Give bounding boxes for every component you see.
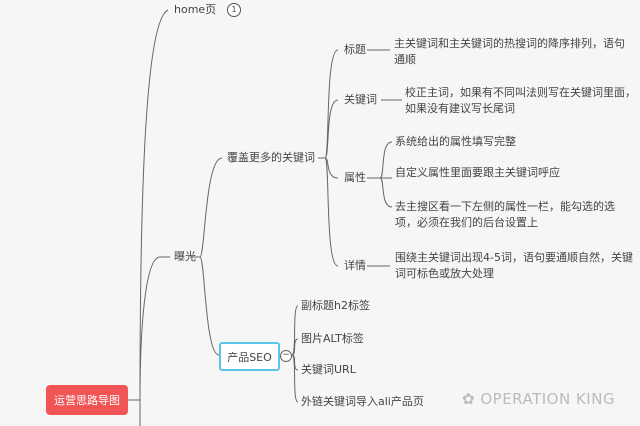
keyword-node[interactable]: 关键词	[344, 93, 377, 106]
keyword-detail[interactable]: 校正主词，如果有不同叫法则写在关键词里面，如果没有建议写长尾词	[405, 86, 636, 115]
seo-item[interactable]: 外链关键词导入ali产品页	[301, 395, 424, 408]
root-node[interactable]: 运营思路导图	[46, 385, 128, 415]
collapse-icon[interactable]: −	[280, 350, 292, 362]
title-node[interactable]: 标题	[344, 43, 366, 56]
wechat-icon: ✿	[462, 390, 481, 408]
home-node[interactable]: home页	[174, 3, 217, 16]
attribute-node[interactable]: 属性	[344, 171, 366, 184]
attribute-item[interactable]: 自定义属性里面要跟主关键词呼应	[395, 166, 560, 179]
seo-item[interactable]: 图片ALT标签	[301, 332, 364, 345]
attribute-item[interactable]: 去主搜区看一下左侧的属性一栏，能勾选的选项，必须在我们的后台设置上	[395, 200, 615, 229]
seo-item[interactable]: 副标题h2标签	[301, 299, 370, 312]
attribute-item[interactable]: 系统给出的属性填写完整	[395, 135, 516, 148]
watermark: ✿ OPERATION KING	[462, 390, 615, 408]
watermark-text: OPERATION KING	[480, 390, 616, 408]
exposure-node[interactable]: 曝光	[174, 250, 196, 263]
cover-keywords-node[interactable]: 覆盖更多的关键词	[227, 151, 315, 164]
seo-item[interactable]: 关键词URL	[301, 363, 356, 376]
detail-node[interactable]: 详情	[344, 259, 366, 272]
count-badge[interactable]: 1	[227, 3, 241, 17]
product-seo-node[interactable]: 产品SEO	[219, 342, 280, 371]
detail-detail[interactable]: 围绕主关键词出现4-5词，语句要通顺自然，关键词可标色或放大处理	[395, 251, 633, 280]
title-detail[interactable]: 主关键词和主关键词的热搜词的降序排列，语句通顺	[394, 37, 625, 66]
